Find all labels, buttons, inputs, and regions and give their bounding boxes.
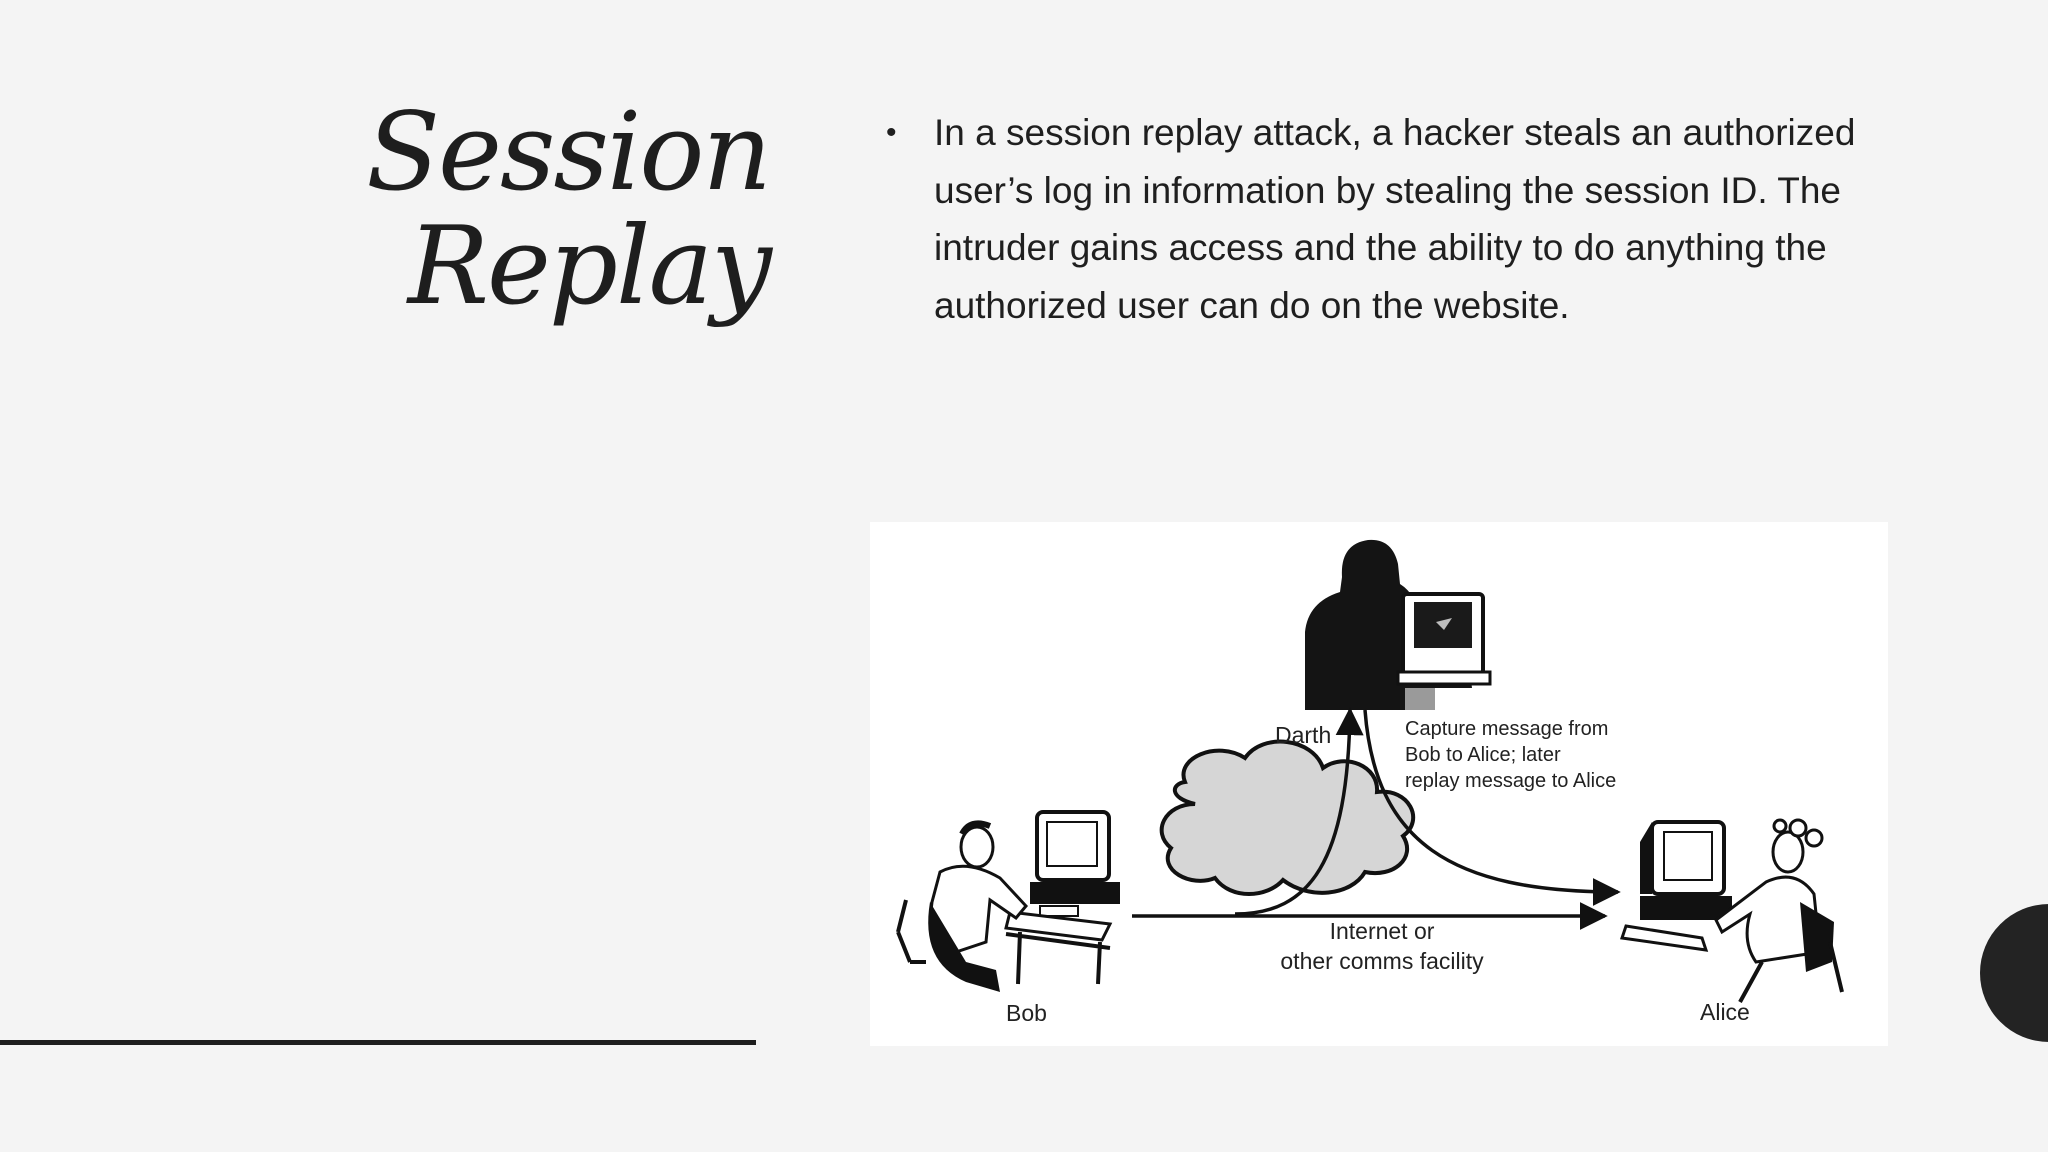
darth-illustration xyxy=(1305,539,1492,710)
replay-attack-diagram: Darth Capture message from Bob to Alice;… xyxy=(870,522,1888,1046)
decorative-circle xyxy=(1980,904,2048,1042)
title-line-2: Replay xyxy=(407,204,772,329)
title-line-1: Session xyxy=(366,90,772,215)
network-label-line-1: Internet or xyxy=(1330,918,1435,944)
network-label-line-2: other comms facility xyxy=(1280,948,1484,974)
capture-arrow xyxy=(1234,707,1364,916)
replay-arrow xyxy=(1363,709,1621,906)
slide-title: Session Replay xyxy=(366,90,772,329)
capture-note-line-3: replay message to Alice xyxy=(1405,770,1616,792)
alice-label: Alice xyxy=(1700,999,1750,1025)
bullet-list: • In a session replay attack, a hacker s… xyxy=(882,104,1942,334)
capture-note-line-1: Capture message from xyxy=(1405,718,1608,740)
title-underline-rule xyxy=(0,1040,756,1045)
capture-note-line-2: Bob to Alice; later xyxy=(1405,744,1561,766)
diagram-canvas: Darth Capture message from Bob to Alice;… xyxy=(896,539,1844,1026)
bullet-item: • In a session replay attack, a hacker s… xyxy=(882,104,1942,334)
bullet-text: In a session replay attack, a hacker ste… xyxy=(934,112,1856,326)
bob-illustration xyxy=(896,810,1120,992)
darth-label: Darth xyxy=(1275,722,1331,748)
bullet-dot-icon: • xyxy=(886,116,897,149)
network-cloud-icon xyxy=(1159,739,1416,896)
bob-label: Bob xyxy=(1006,1000,1047,1026)
alice-illustration xyxy=(1620,818,1844,1003)
